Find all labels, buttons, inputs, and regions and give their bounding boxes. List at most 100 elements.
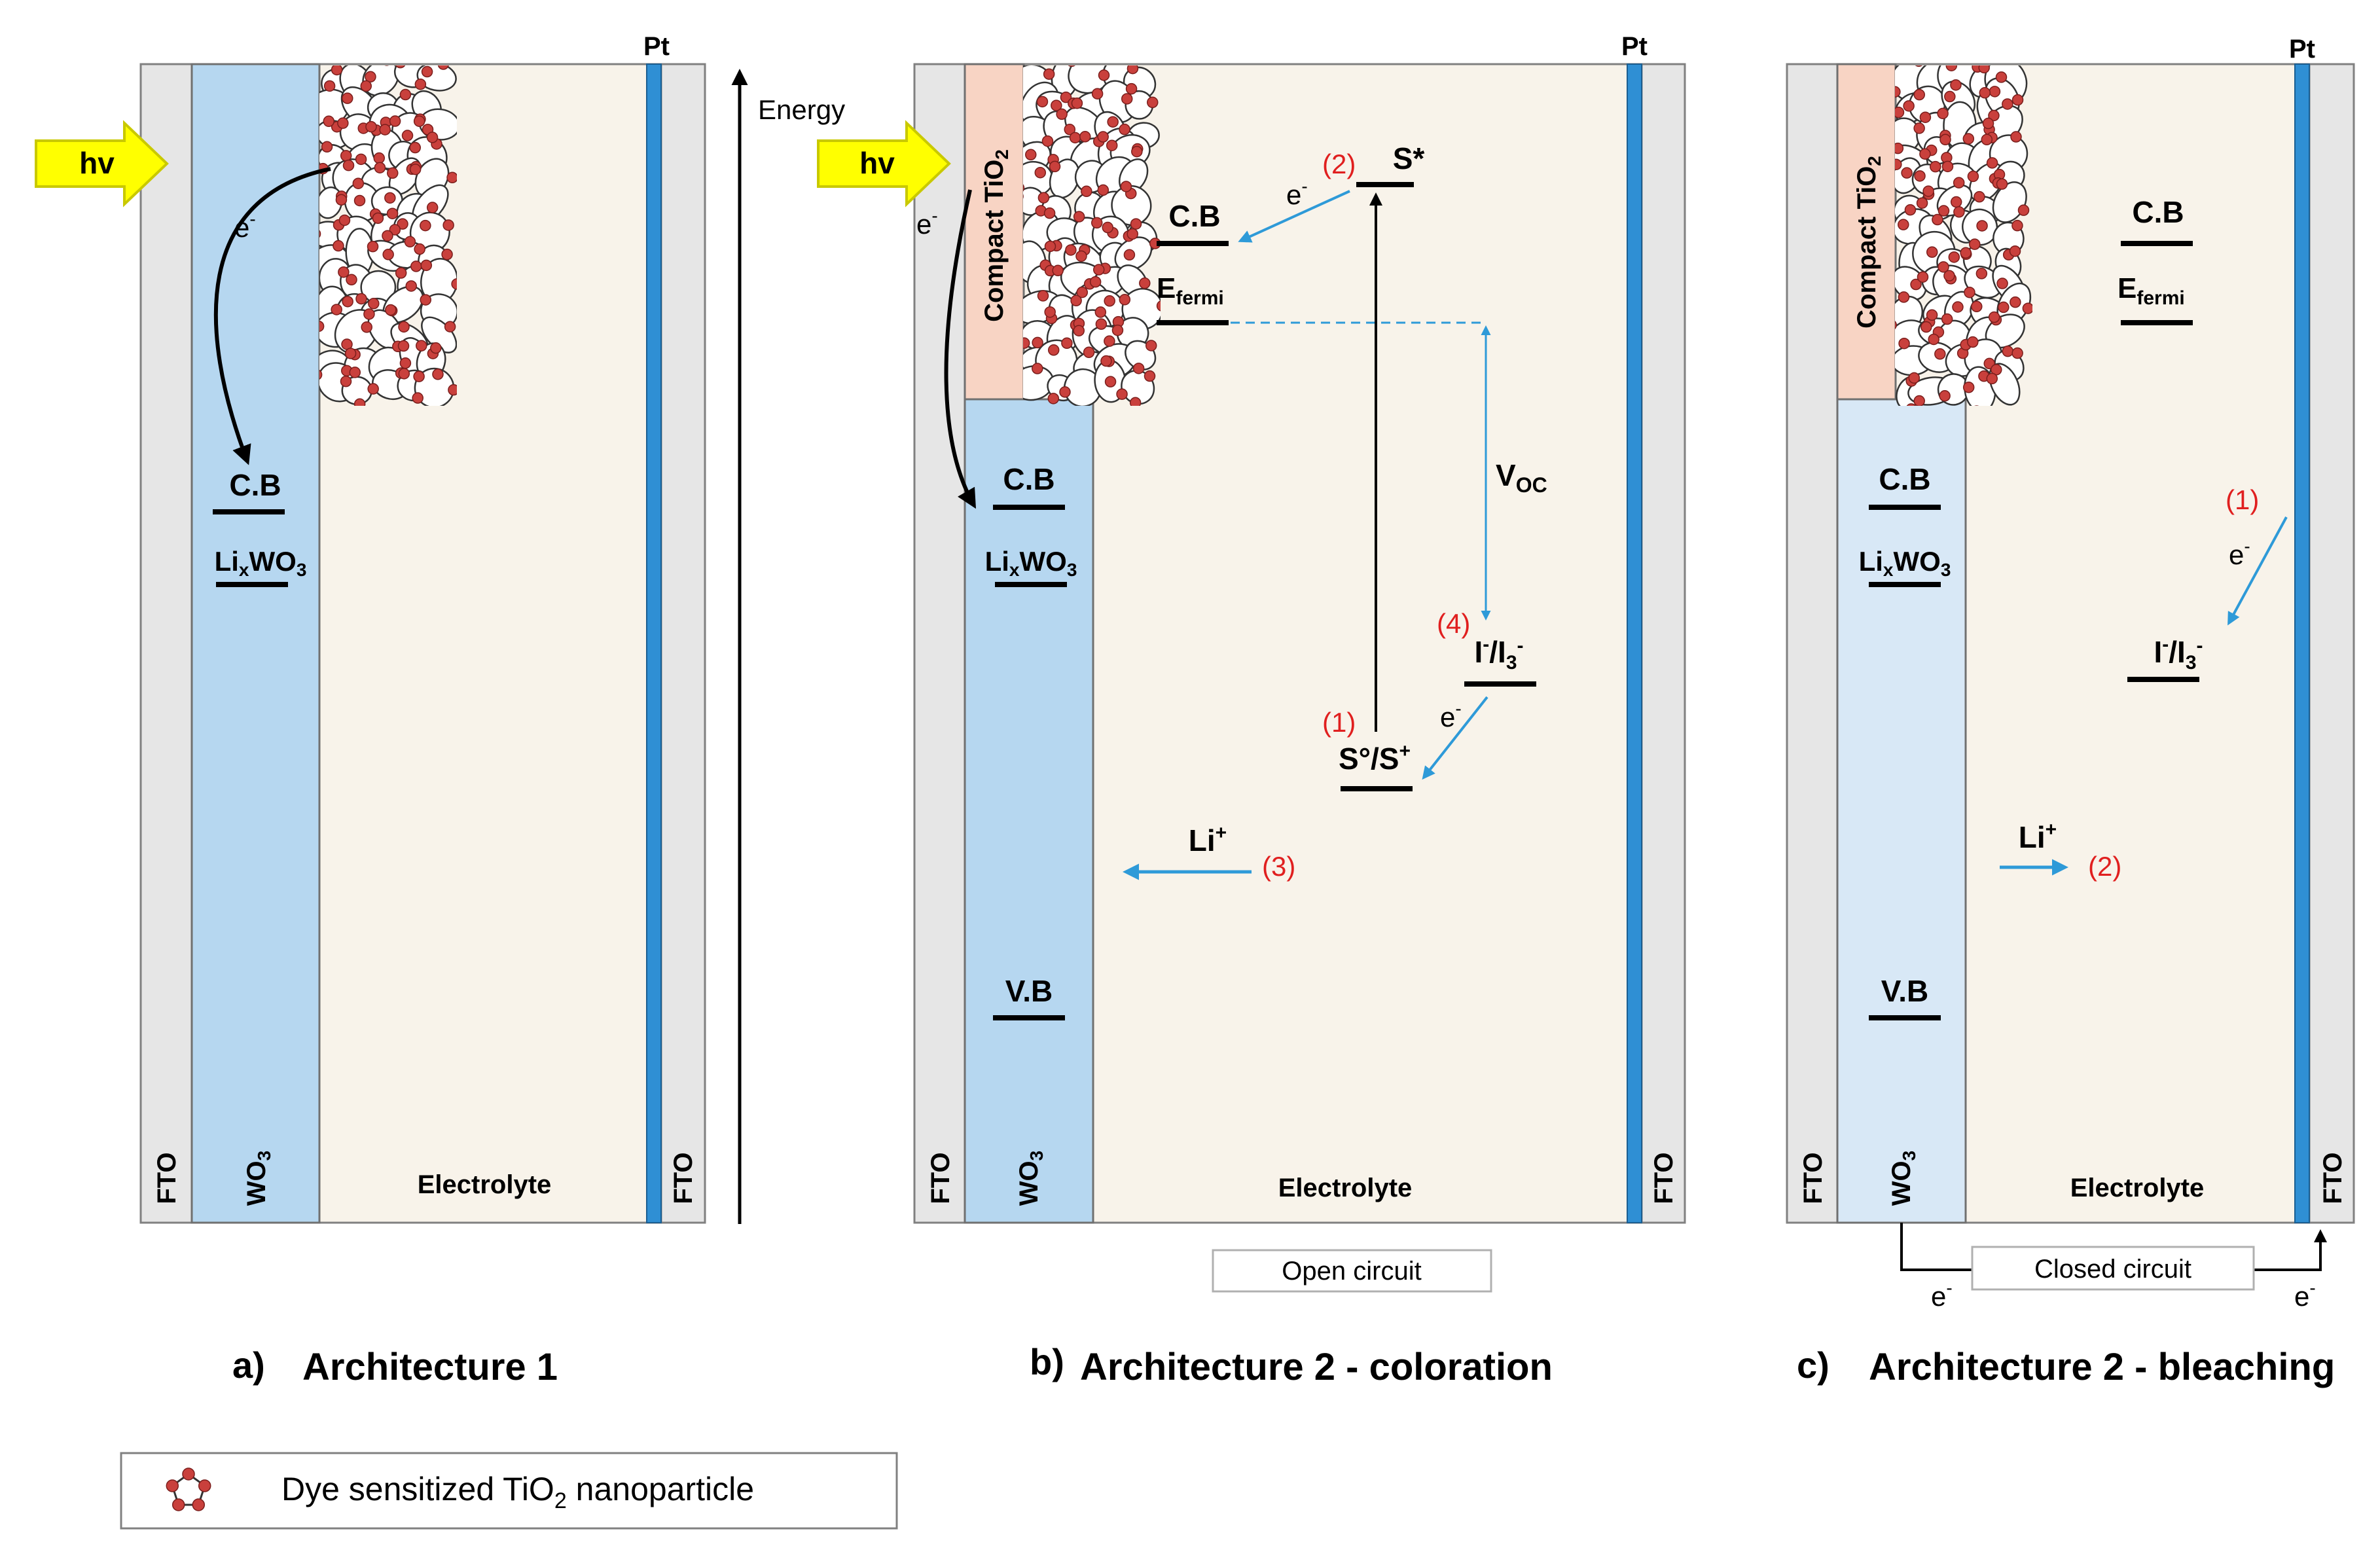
dye-molecule <box>1083 346 1095 359</box>
dye-molecule <box>404 236 416 248</box>
dye-molecule <box>389 115 401 127</box>
dye-molecule <box>1996 278 2008 289</box>
dye-molecule <box>1056 108 1068 120</box>
regeneration-arrow <box>1422 696 1488 780</box>
li-label: Li+ <box>1189 822 1227 857</box>
dye-molecule <box>2011 347 2023 359</box>
injection-arrow <box>1238 190 1350 243</box>
fto-right-label: FTO <box>669 1152 698 1204</box>
dye-molecule <box>451 278 457 290</box>
legend: Dye sensitized TiO2 nanoparticle <box>120 1452 898 1530</box>
dye-molecule <box>1979 87 1991 99</box>
dye-molecule <box>2002 345 2014 357</box>
panel-c: Pt FTO FTO WO3 Compact TiO2 Electrolyte … <box>1786 35 2355 1388</box>
dye-molecule <box>437 65 449 70</box>
pt-label: Pt <box>643 32 670 61</box>
dye-molecule <box>374 162 386 173</box>
dye-molecule <box>321 141 333 153</box>
lixwo3-label: LixWO3 <box>1859 546 1951 580</box>
dye-molecule <box>340 375 352 387</box>
closed-circuit-box <box>1971 1246 2255 1291</box>
dye-molecule <box>1950 79 1962 91</box>
dye-molecule <box>1971 300 1983 313</box>
efermi-label: Efermi <box>1157 272 1224 309</box>
pt-label: Pt <box>1621 32 1648 61</box>
electron-transfer-arrow <box>944 189 976 509</box>
dye-molecule <box>192 1498 206 1511</box>
dye-molecule <box>1127 65 1139 75</box>
dye-molecule <box>1934 348 1946 360</box>
dye-molecule <box>420 259 433 272</box>
dye-molecule <box>1974 190 1985 203</box>
svg-text:hv: hv <box>859 146 895 180</box>
dye-molecule <box>1938 205 1950 217</box>
dye-molecule <box>1125 82 1138 95</box>
dye-molecule <box>1898 337 1910 350</box>
dye-molecule <box>1908 372 1920 384</box>
dye-molecule <box>1102 221 1114 234</box>
fto-right-label: FTO <box>2318 1152 2347 1204</box>
dye-molecule <box>442 219 454 231</box>
nanoparticle-cluster <box>1895 65 2032 406</box>
dye-molecule <box>399 88 412 101</box>
electron-label-2: e- <box>1286 176 1308 210</box>
dye-molecule <box>1914 170 1926 182</box>
dye-molecule <box>412 392 424 404</box>
dye-molecule <box>420 219 431 232</box>
dye-molecule <box>1895 158 1902 170</box>
dye-molecule <box>1967 170 1979 183</box>
dye-molecule <box>338 266 350 278</box>
dye-molecule <box>1937 107 1949 120</box>
dye-molecule <box>384 192 396 204</box>
dye-molecule <box>1037 290 1049 302</box>
dye-molecule <box>331 65 343 76</box>
dye-molecule <box>1901 167 1913 179</box>
dye-molecule <box>1116 388 1128 400</box>
dye-molecule <box>1145 340 1157 351</box>
dye-molecule <box>1975 268 1988 279</box>
dye-molecule <box>1023 184 1025 192</box>
dye-molecule <box>323 80 336 92</box>
dye-molecule <box>1100 355 1112 367</box>
dye-molecule <box>1129 397 1142 406</box>
dye-molecule <box>398 368 410 380</box>
dye-molecule <box>398 321 410 333</box>
electrolyte-label: Electrolyte <box>418 1170 552 1199</box>
dye-molecule <box>1953 206 1965 218</box>
dye-molecule <box>1104 295 1115 307</box>
fto-left-label: FTO <box>926 1152 955 1204</box>
dye-molecule <box>1988 109 2000 122</box>
dye-molecule <box>319 320 325 333</box>
dye-molecule <box>1986 372 1998 385</box>
legend-box <box>120 1452 898 1530</box>
caption-b: Architecture 2 - coloration <box>1080 1346 1553 1388</box>
fto-right-layer <box>2308 63 2355 1224</box>
dye-molecule <box>441 248 453 261</box>
dye-molecule <box>1978 65 1990 74</box>
dye-molecule <box>346 274 357 286</box>
dye-molecule <box>1941 160 1954 173</box>
dye-molecule <box>1049 160 1061 173</box>
dye-molecule <box>1986 157 1998 169</box>
dye-molecule <box>1091 88 1104 99</box>
dye-molecule <box>426 132 439 143</box>
dye-molecule <box>1922 185 1934 197</box>
closed-circuit-label: Closed circuit <box>2034 1255 2191 1284</box>
dye-molecule <box>1913 88 1925 101</box>
wo3-label: WO3 <box>1015 1151 1047 1206</box>
dye-molecule <box>1060 91 1072 103</box>
dye-molecule <box>323 115 335 128</box>
dye-molecule <box>1945 65 1958 71</box>
dye-molecule <box>1964 286 1975 298</box>
dye-molecule <box>1032 363 1043 374</box>
dye-molecule <box>1047 344 1060 356</box>
dye-molecule <box>1061 337 1073 350</box>
dye-molecule <box>1976 220 1988 232</box>
dye-molecule <box>1969 238 1981 250</box>
dye-molecule <box>420 294 431 306</box>
dye-molecule <box>1092 264 1105 276</box>
dye-nanoparticle-icon <box>166 1467 211 1511</box>
reduction-arrow <box>2227 516 2288 626</box>
dye-molecule <box>410 261 422 272</box>
caption-b-letter: b) <box>1030 1341 1064 1382</box>
